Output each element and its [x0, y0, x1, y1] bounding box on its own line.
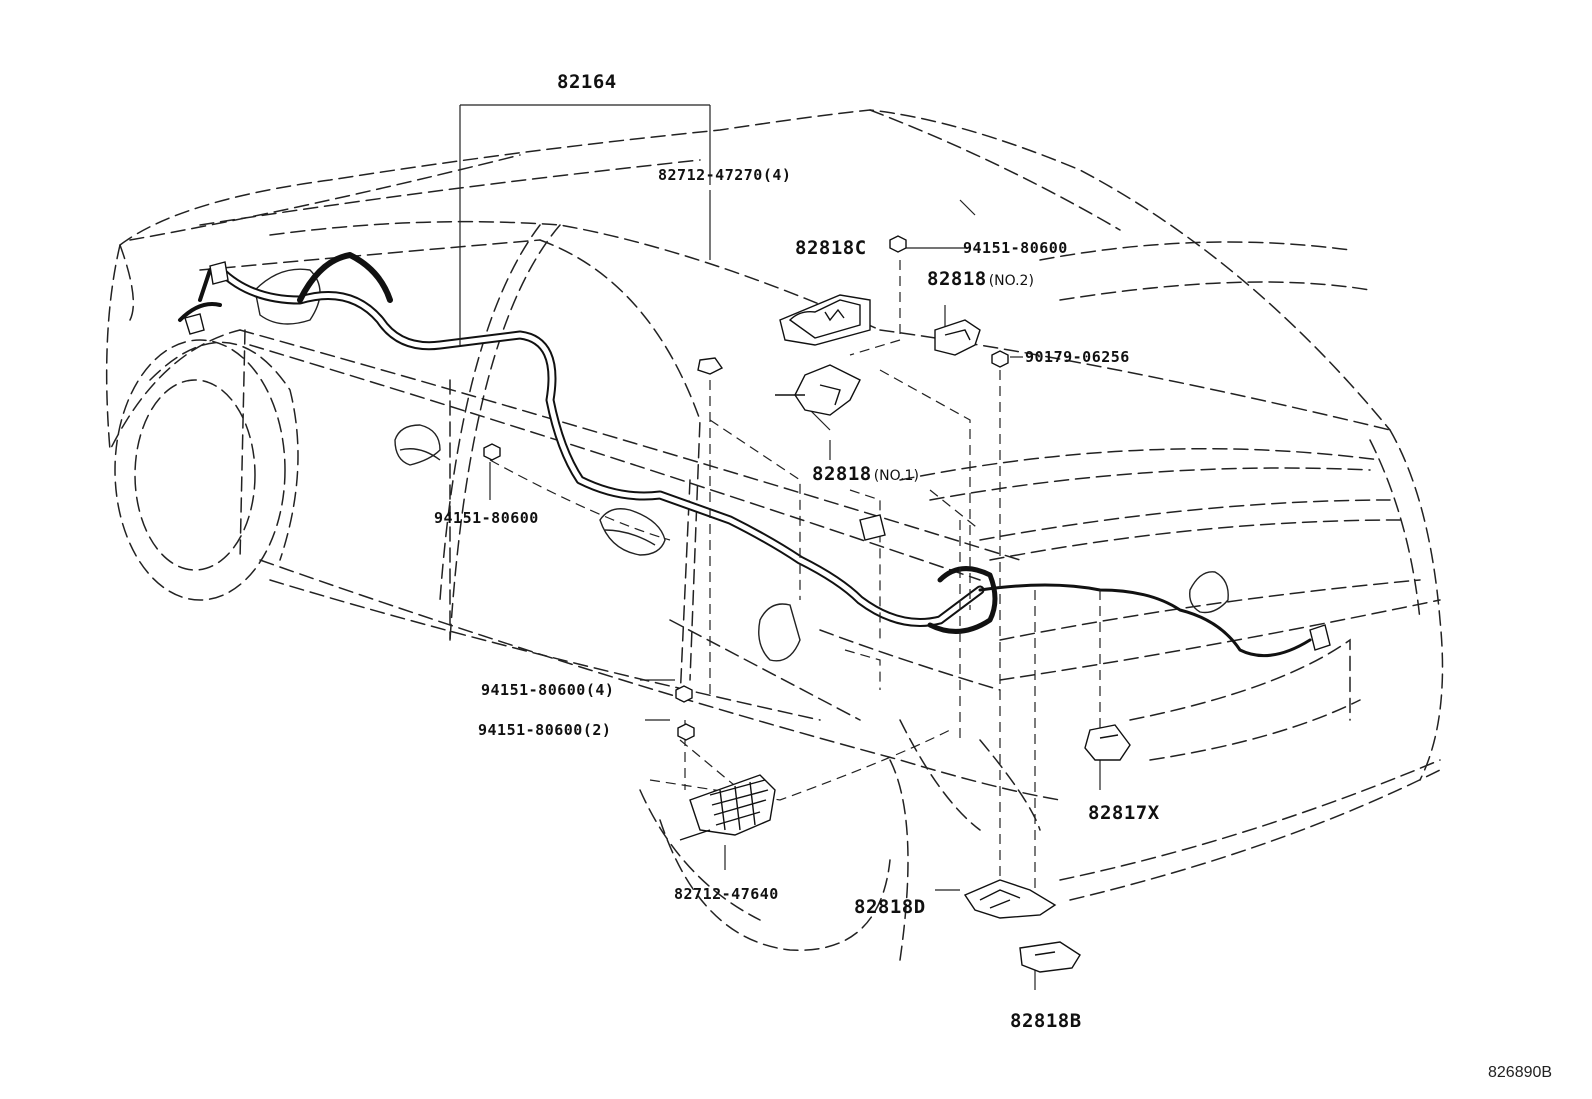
cover-c-bracket-icon [779, 294, 871, 346]
callout-82712-47640: 82712-47640 [674, 885, 779, 903]
callout-94151-80600-x2: 94151-80600(2) [478, 721, 612, 739]
cover-d-icon [963, 879, 1057, 919]
callout-82818-no1-suffix: (NO.1) [873, 468, 919, 484]
callout-82818c: 82818C [795, 237, 867, 259]
callout-94151-80600-door: 94151-80600 [434, 509, 539, 527]
callout-82712-47270: 82712-47270(4) [658, 166, 792, 184]
bracket-no2-icon [934, 319, 981, 356]
callout-94151-80600-x4: 94151-80600(4) [481, 681, 615, 699]
clamp-icon [697, 357, 724, 375]
callout-82164: 82164 [557, 71, 617, 93]
callout-82818-no1-number: 82818 [812, 463, 872, 485]
bracket-47640-icon [679, 774, 776, 841]
callout-90179-06256: 90179-06256 [1025, 348, 1130, 366]
wire-harness [178, 252, 1312, 658]
callout-82817x: 82817X [1088, 802, 1160, 824]
callout-82818-no2-number: 82818 [927, 268, 987, 290]
bracket-no1-icon [775, 364, 861, 416]
nut-icon [483, 235, 1009, 741]
callout-82818b: 82818B [1010, 1010, 1082, 1032]
callout-82818d: 82818D [854, 896, 926, 918]
callout-82818-no1: 82818(NO.1) [812, 465, 919, 485]
diagram-reference-code: 826890B [1488, 1064, 1553, 1081]
callout-82818-no2-suffix: (NO.2) [988, 273, 1034, 289]
bracket-82817x-icon [1084, 724, 1131, 761]
bracket-82818b-icon [1019, 941, 1081, 973]
callout-82818-no2: 82818(NO.2) [927, 270, 1034, 290]
callout-94151-80600-top: 94151-80600 [963, 239, 1068, 257]
connector-icon [184, 261, 1331, 651]
